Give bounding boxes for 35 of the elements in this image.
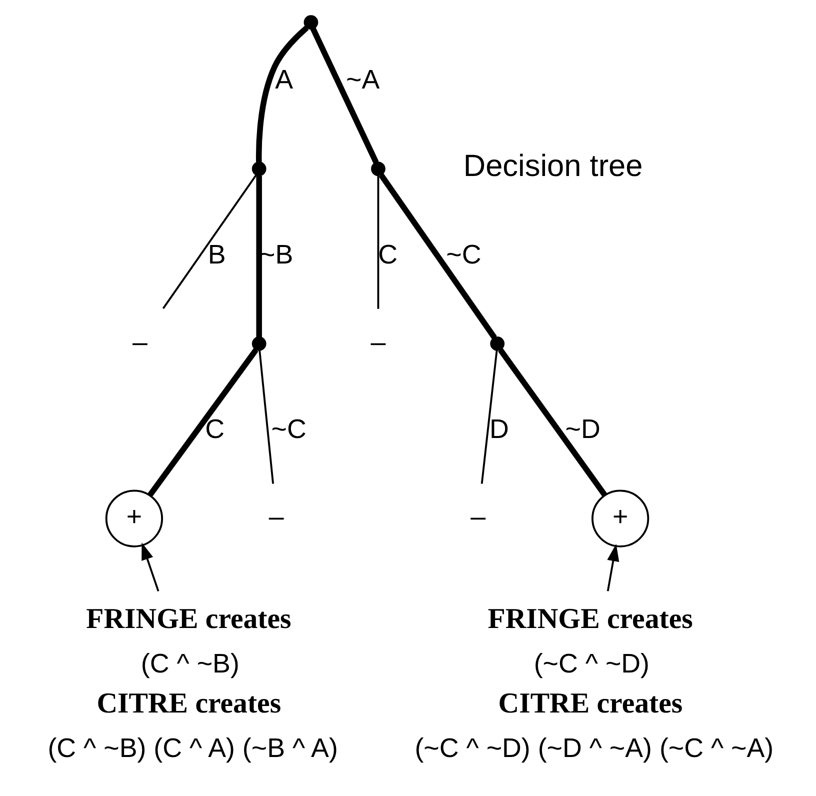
connector (480, 350, 498, 484)
arrow (142, 542, 160, 592)
connector (258, 350, 274, 484)
edge-label: A (275, 64, 294, 95)
edge-label: C (378, 239, 398, 270)
edge-label: C (205, 414, 225, 444)
connector (310, 27, 379, 164)
edge-label: ~A (346, 64, 380, 95)
connector (378, 173, 497, 340)
edge-label: D (490, 414, 509, 444)
connector (162, 174, 257, 309)
label: Decision tree (463, 148, 643, 184)
node-dot (252, 336, 266, 351)
connector (377, 176, 380, 309)
node-text: – (268, 502, 284, 532)
node-dot (371, 162, 386, 176)
node-circle: + (105, 490, 164, 548)
connector (256, 176, 262, 338)
node-text: – (132, 326, 148, 357)
node-dot (252, 162, 266, 176)
node-text: FRINGE creates (~C ^ ~D) CITRE creates (~C ^ ~D) (~D ^ ~A) (~C ^ ~A) (414, 603, 774, 764)
edge-label: ~C (446, 239, 482, 270)
edge-label: ~D (565, 414, 600, 444)
node-text: – (470, 502, 486, 532)
connector (498, 348, 608, 497)
edge-label: B (208, 239, 226, 270)
node-dot (490, 336, 505, 351)
node-dot (304, 15, 318, 30)
edge-label: ~C (271, 414, 306, 444)
connector (148, 348, 258, 497)
node-circle: + (592, 490, 650, 548)
connector (256, 26, 309, 162)
node-text: – (370, 326, 386, 357)
node-text: FRINGE creates (C ^ ~B) CITRE creates (C ^ ~B) (C ^ A) (~B ^ A) (48, 603, 338, 764)
arrow (606, 544, 620, 592)
